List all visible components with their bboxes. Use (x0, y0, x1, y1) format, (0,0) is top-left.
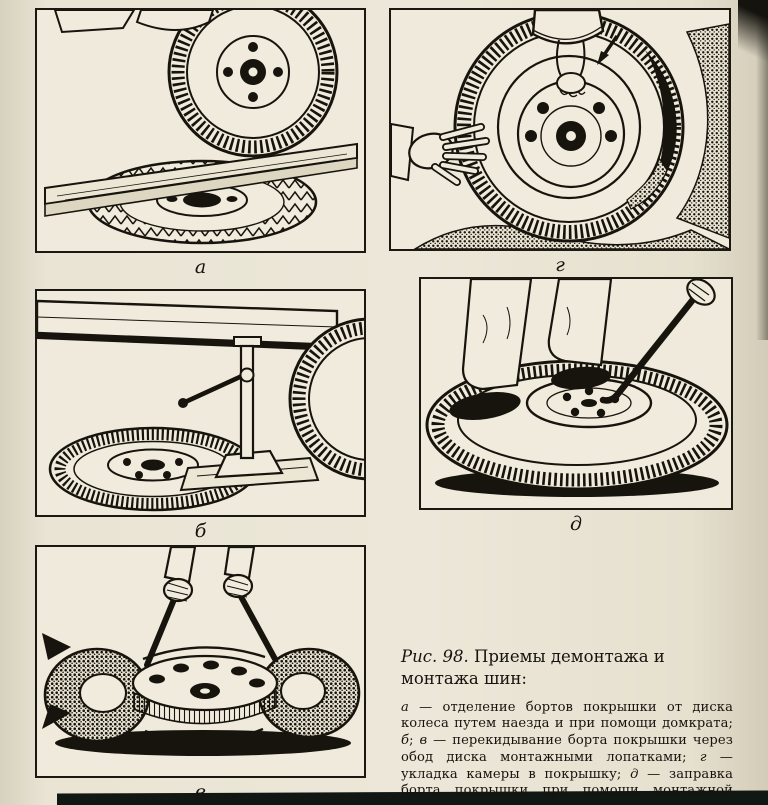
figure-a-frame (35, 8, 366, 253)
shoes (449, 366, 611, 421)
left-hand (391, 122, 490, 186)
car-wheel (167, 10, 339, 158)
figure-v-frame (35, 545, 366, 778)
ground-shadow (55, 730, 351, 756)
legs (461, 279, 613, 391)
figure-number: Рис. 98. (401, 647, 469, 666)
mounting-lever (599, 279, 716, 404)
figure-panel-d: д (419, 277, 733, 535)
two-levers-over-rim-illustration (42, 547, 361, 756)
car-body-fragment (53, 10, 215, 34)
figure-panel-a: а (35, 8, 366, 278)
figure-g-frame (389, 8, 731, 251)
figure-d-frame (419, 277, 733, 510)
figure-panel-g: г (389, 8, 731, 276)
figure-b-frame (35, 289, 366, 517)
tire-section (43, 646, 361, 743)
wheel-driving-onto-plank-illustration (44, 10, 358, 245)
wheel-rim (516, 79, 626, 189)
page-edge-shadow (756, 0, 768, 340)
figure-b-label: б (194, 520, 207, 542)
figure-panel-b: б (35, 289, 366, 542)
car-sill (37, 299, 339, 351)
figure-caption-block: Рис. 98. Приемы демонтажа и монтажа шин:… (401, 646, 733, 805)
inserting-tube-into-tire-illustration (391, 10, 729, 249)
figure-g-label: г (555, 254, 565, 276)
figure-d-label: д (569, 513, 583, 535)
figure-panel-v: в (35, 545, 366, 803)
jack (178, 336, 320, 492)
figure-a-label: а (194, 256, 207, 278)
figure-caption-title: Рис. 98. Приемы демонтажа и монтажа шин: (401, 646, 733, 691)
plank (44, 142, 358, 217)
inner-tube (626, 50, 677, 210)
figure-v-label: в (194, 781, 207, 803)
arrow-down-icon (597, 35, 619, 65)
jack-under-car-sill-illustration (37, 299, 364, 512)
sleeve-and-hand (531, 10, 605, 98)
hands-and-levers (144, 547, 278, 668)
wheel-fragment (288, 317, 364, 481)
caption-body: а — отделение бортов покрышки от диска к… (401, 699, 733, 805)
page-corner-shadow (738, 0, 768, 88)
figure-title-text: Приемы демонтажа и монтажа шин: (401, 647, 665, 689)
standing-on-tire-with-lever-illustration (425, 279, 729, 497)
arrow-icons (42, 633, 71, 729)
rim (131, 654, 279, 725)
